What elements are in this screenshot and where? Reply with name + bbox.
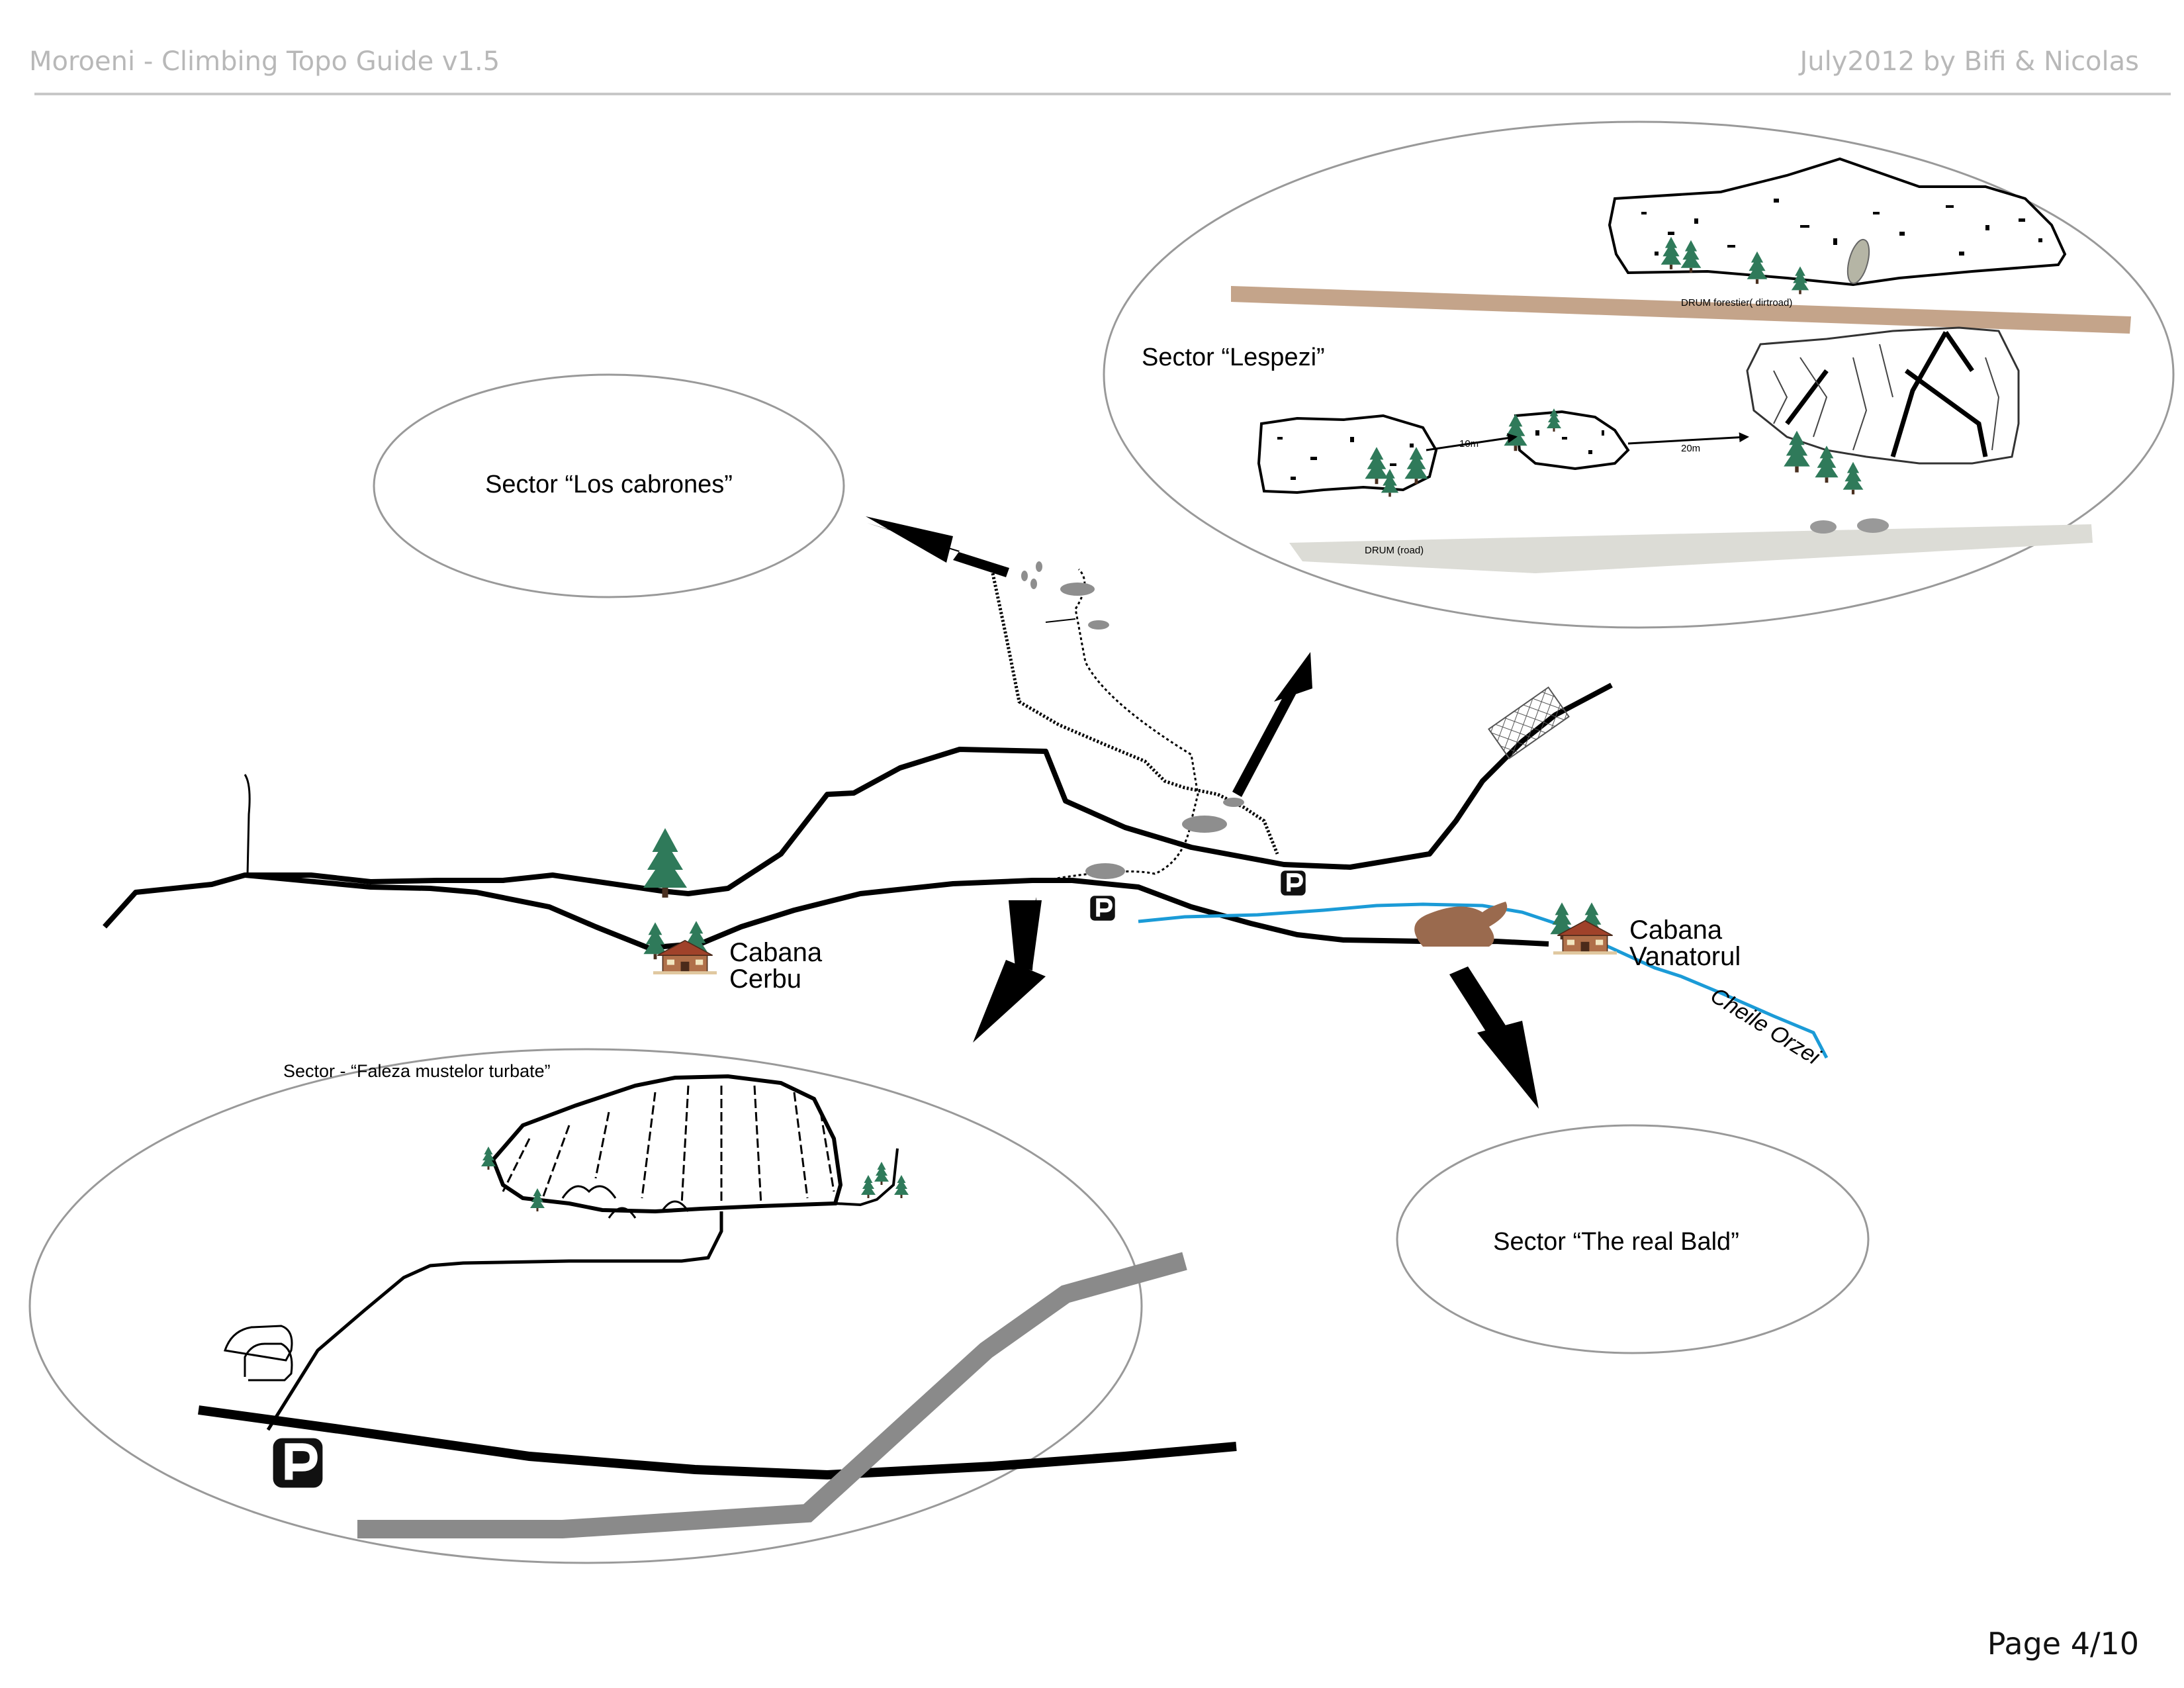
sector-lespezi: Sector “Lespezi” DRUM forestier( dirtroa… (1103, 120, 2175, 629)
faleza-boulders (224, 1325, 293, 1382)
header-divider (34, 93, 2171, 95)
trail-los-cabrones (991, 573, 1279, 855)
road-band (1289, 524, 2093, 573)
hut-label-vanatorul: Cabana Vanatorul (1629, 915, 1741, 971)
distance-label-10m: 10m (1459, 438, 1479, 449)
sector-label-faleza: Sector - “Faleza mustelor turbate” (283, 1061, 551, 1081)
hut-label-vanatorul-line2: Vanatorul (1629, 942, 1741, 971)
sector-label-lespezi: Sector “Lespezi” (1142, 344, 1325, 371)
document-title: Moroeni - Climbing Topo Guide v1.5 (29, 46, 500, 77)
dirtroad-band (1231, 286, 2131, 334)
faleza-trail (266, 1211, 723, 1431)
hut-label-cerbu: Cabana Cerbu (729, 938, 823, 994)
arrow-icon (866, 516, 1539, 1109)
cliff-right (1746, 326, 2020, 465)
upper-road (103, 682, 1613, 929)
faleza-cliff (490, 1074, 843, 1214)
lower-road (244, 872, 1549, 951)
main-roads (103, 568, 1613, 951)
river-line (1138, 902, 1829, 1059)
boulder-middle (1514, 410, 1630, 471)
parking-icon (273, 1438, 323, 1488)
distance-label-20m: 20m (1681, 443, 1700, 454)
sector-los-cabrones: Sector “Los cabrones” (373, 373, 845, 598)
faleza-secondary-road (357, 1252, 1187, 1538)
river-label: Cheile Orzei (1706, 983, 1825, 1070)
side-track (244, 774, 251, 876)
cliff-upper (1608, 157, 2067, 287)
road-label: DRUM (road) (1365, 545, 1424, 556)
faleza-road (198, 1405, 1237, 1480)
sector-label-los-cabrones: Sector “Los cabrones” (485, 471, 733, 498)
boulders (1021, 561, 1244, 879)
dirtroad-label: DRUM forestier( dirtroad) (1681, 297, 1792, 308)
page-number: Page 4/10 (1987, 1626, 2139, 1662)
sector-real-bald: Sector “The real Bald” (1396, 1124, 1870, 1354)
document-credits: July2012 by Bifi & Nicolas (1799, 46, 2139, 77)
brown-rock (1414, 902, 1508, 947)
sector-faleza: Sector - “Faleza mustelor turbate” (28, 1048, 1237, 1564)
approach-path (1052, 568, 1199, 880)
bridge-grid (1488, 686, 1570, 760)
hut-label-vanatorul-line1: Cabana (1629, 915, 1723, 945)
hut-label-cerbu-line1: Cabana (729, 938, 823, 967)
boulder-left (1257, 414, 1438, 494)
hut-label-cerbu-line2: Cerbu (729, 964, 801, 994)
sector-label-real-bald: Sector “The real Bald” (1493, 1228, 1739, 1256)
